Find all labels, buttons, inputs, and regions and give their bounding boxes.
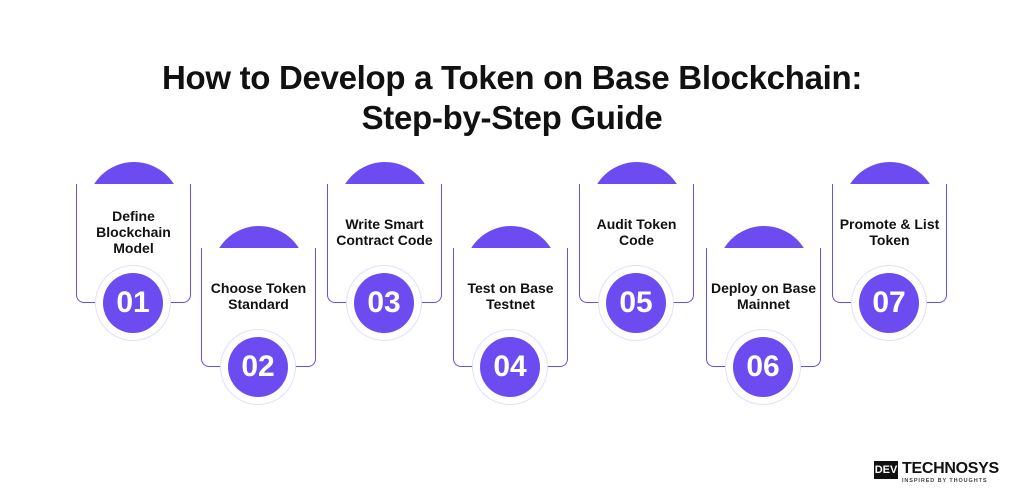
step-number-ring: 05 xyxy=(599,266,673,340)
step-number: 03 xyxy=(354,273,414,333)
step-number-ring: 06 xyxy=(726,330,800,404)
step-label: Define Blockchain Model xyxy=(96,208,171,256)
step-label: Promote & List Token xyxy=(839,216,940,248)
step-number: 05 xyxy=(606,273,666,333)
step-number: 06 xyxy=(733,337,793,397)
step-number: 07 xyxy=(859,273,919,333)
step-04: Test on Base Testnet 04 xyxy=(453,226,568,416)
step-02: Choose Token Standard 02 xyxy=(201,226,316,416)
step-label: Write Smart Contract Code xyxy=(336,216,433,248)
step-number-ring: 07 xyxy=(852,266,926,340)
logo-brand-name: TECHNOSYS xyxy=(902,460,999,477)
step-label: Choose Token Standard xyxy=(210,280,307,312)
step-01: Define Blockchain Model 01 xyxy=(76,162,191,352)
step-number: 04 xyxy=(480,337,540,397)
company-logo: DEV TECHNOSYS INSPIRED BY THOUGHTS xyxy=(874,459,1010,487)
step-05: Audit Token Code 05 xyxy=(579,162,694,352)
step-06: Deploy on Base Mainnet 06 xyxy=(706,226,821,416)
step-number-ring: 03 xyxy=(347,266,421,340)
step-number-ring: 01 xyxy=(96,266,170,340)
step-label: Audit Token Code xyxy=(596,216,677,248)
title-line-2: Step-by-Step Guide xyxy=(361,99,663,136)
step-number-ring: 02 xyxy=(221,330,295,404)
step-number: 02 xyxy=(228,337,288,397)
step-number-ring: 04 xyxy=(473,330,547,404)
step-07: Promote & List Token 07 xyxy=(832,162,947,352)
step-number: 01 xyxy=(103,273,163,333)
step-03: Write Smart Contract Code 03 xyxy=(327,162,442,352)
step-label: Test on Base Testnet xyxy=(467,280,554,312)
logo-tagline: INSPIRED BY THOUGHTS xyxy=(902,478,988,484)
title-line-1: How to Develop a Token on Base Blockchai… xyxy=(161,59,863,96)
page-title: How to Develop a Token on Base Blockchai… xyxy=(0,58,1024,138)
step-label: Deploy on Base Mainnet xyxy=(710,280,817,312)
logo-dev-mark: DEV xyxy=(874,461,898,479)
